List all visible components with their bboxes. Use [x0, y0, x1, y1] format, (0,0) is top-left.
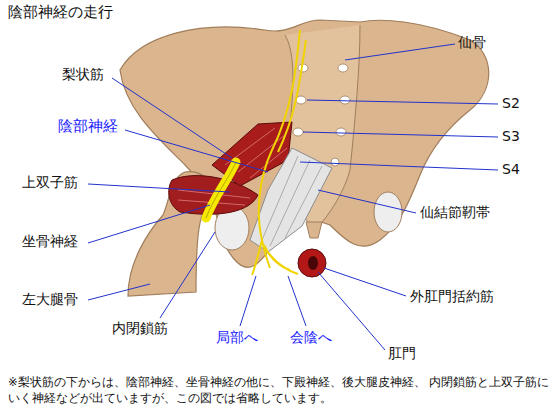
pudendal-nerve — [252, 30, 306, 275]
leader-lines — [88, 44, 498, 350]
caption-note: ※梨状筋の下からは、陰部神経、坐骨神経の他に、下殿神経、後大腿皮神経、 内閉鎖筋… — [8, 374, 554, 406]
title: 陰部神経の走行 — [8, 3, 113, 22]
part-label: 坐骨神経 — [22, 233, 78, 250]
obturator-foramen — [374, 192, 402, 232]
part-label: 仙骨 — [458, 34, 486, 51]
anus — [308, 256, 318, 270]
part-label: S4 — [502, 161, 520, 178]
part-label: 仙結節靭帯 — [420, 204, 490, 221]
coccyx — [306, 222, 322, 238]
part-label: 陰部神経 — [58, 117, 118, 135]
part-label: 左大腿骨 — [22, 291, 78, 308]
part-label: 局部へ — [216, 329, 258, 346]
part-label: 会陰へ — [290, 329, 332, 346]
anus-sphincter — [298, 249, 326, 277]
sciatic-nerve — [206, 162, 236, 218]
part-label: 上双子筋 — [22, 174, 78, 191]
sacrotuberous-ligament — [250, 148, 332, 252]
part-label: 肛門 — [388, 345, 416, 362]
part-label: 内閉鎖筋 — [112, 320, 168, 337]
part-label: S3 — [502, 128, 520, 145]
part-label: S2 — [502, 95, 520, 112]
part-label: 外肛門括約筋 — [410, 288, 494, 305]
part-label: 梨状筋 — [62, 66, 104, 83]
